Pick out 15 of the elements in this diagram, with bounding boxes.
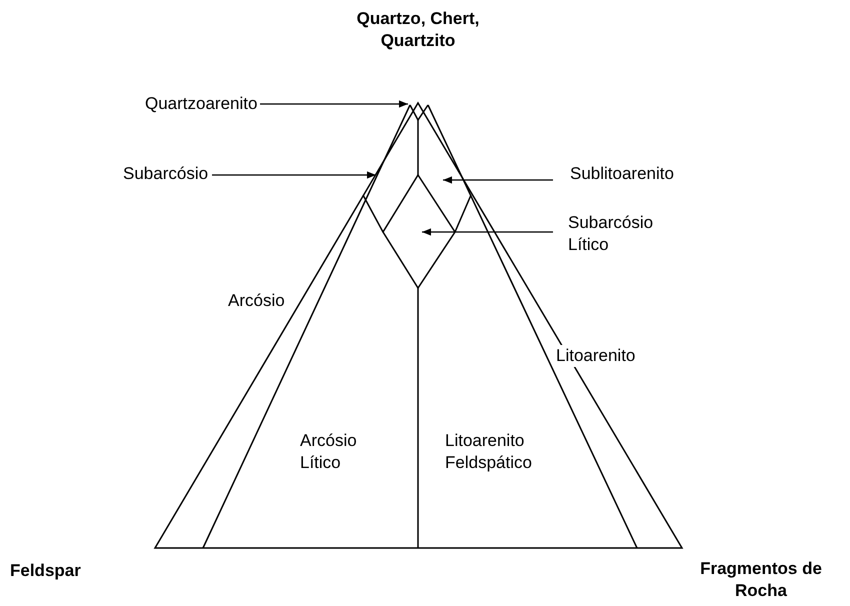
field-label: Subarcósio (123, 163, 208, 185)
corner-label: Quartzo, Chert, Quartzito (356, 8, 480, 52)
leader-arrow (260, 100, 408, 108)
field-label: Litoarenito Feldspático (445, 430, 533, 474)
field-label: Arcósio Lítico (300, 430, 358, 474)
corner-label: Feldspar (10, 560, 82, 582)
field-label: Subarcósio Lítico (568, 212, 678, 256)
leader-arrow (212, 171, 376, 179)
field-label: Litoarenito (556, 345, 636, 367)
field-label: Arcósio (228, 290, 285, 312)
field-label: Sublitoarenito (570, 163, 674, 185)
leader-arrow (443, 176, 553, 184)
field-label: Quartzoarenito (145, 93, 258, 115)
leader-arrow (422, 228, 553, 236)
corner-label: Fragmentos de Rocha (699, 558, 823, 602)
